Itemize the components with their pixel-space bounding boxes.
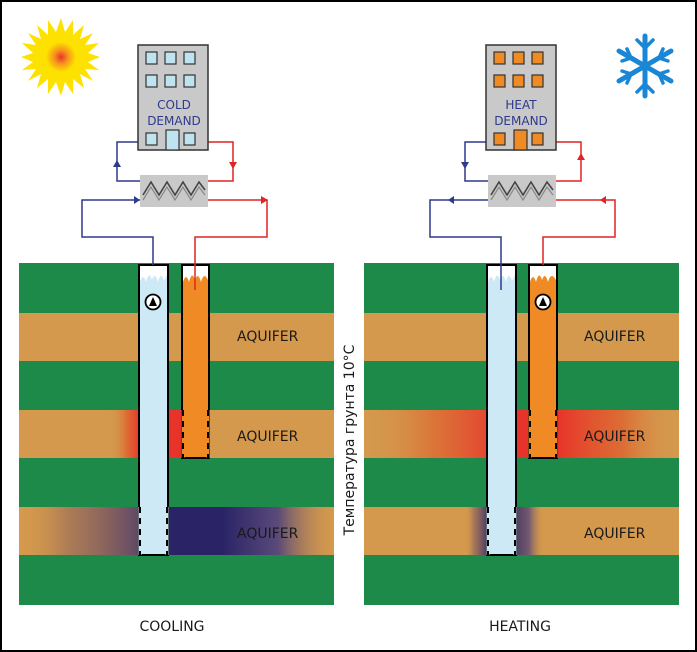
warm-supply-pipe: [556, 141, 582, 182]
cold-plume-right: [515, 507, 543, 555]
cold-well: [486, 264, 517, 556]
pump-arrow-icon: [149, 297, 157, 306]
cold-plume-right: [223, 507, 333, 555]
heat-exchanger: [140, 175, 208, 207]
cooling-panel: COLD DEMAND AQUIFER AQUIFER AQUIFER COOL…: [19, 18, 334, 635]
panel-caption: COOLING: [139, 619, 204, 635]
exchanger-coil: [490, 180, 554, 197]
heating-panel: HEAT DEMAND AQUIFER AQUIFER AQUIFER HEAT…: [364, 33, 679, 635]
flow-arrow-icon: [229, 162, 237, 169]
heat-exchanger: [488, 175, 556, 207]
building-label-line-1: COLD: [157, 98, 191, 112]
flow-arrow-icon: [600, 196, 606, 204]
warm-well-top: [530, 266, 556, 282]
aquifer-layer-1: [19, 313, 334, 361]
aquifer-label: AQUIFER: [237, 329, 299, 345]
warm-plume-left: [364, 410, 487, 458]
building-label-line-2: DEMAND: [494, 114, 548, 128]
cold-return-pipe: [81, 199, 154, 265]
exchanger-coil: [490, 185, 554, 202]
warm-return-pipe: [542, 199, 616, 265]
building-label-line-1: HEAT: [505, 98, 537, 112]
sun-icon: [21, 18, 100, 96]
flow-arrow-icon: [461, 162, 469, 169]
flow-arrow-icon: [577, 153, 585, 160]
warm-supply-pipe: [208, 141, 234, 182]
exchanger-coil: [142, 180, 206, 197]
snowflake-center: [641, 62, 649, 70]
warm-well: [181, 264, 210, 459]
aquifer-label: AQUIFER: [237, 429, 299, 445]
warm-plume: [110, 410, 140, 458]
building-label-line-2: DEMAND: [147, 114, 201, 128]
cold-plume-left: [465, 507, 487, 555]
flow-arrow-icon: [448, 196, 454, 204]
cold-supply-pipe: [116, 141, 140, 160]
warm-plume-core: [168, 410, 182, 458]
cold-well-top: [140, 266, 167, 282]
warm-plume-right: [557, 410, 677, 458]
flow-arrow-icon: [134, 196, 140, 204]
cold-supply-pipe: [464, 141, 488, 182]
flow-arrow-icon: [113, 160, 121, 167]
aquifer-layer-1: [364, 313, 679, 361]
building-windows: [145, 51, 196, 151]
ground-temperature-label: Температура грунта 10°C: [342, 344, 358, 536]
exchanger-coil: [142, 185, 206, 202]
warm-return-pipe: [194, 199, 268, 290]
flow-arrow-icon: [261, 196, 268, 204]
aquifer-label: AQUIFER: [584, 329, 646, 345]
warm-plume-core: [515, 410, 529, 458]
building-windows: [493, 51, 544, 151]
aquifer-label: AQUIFER: [237, 526, 299, 542]
aquifer-label: AQUIFER: [584, 526, 646, 542]
aquifer-label: AQUIFER: [584, 429, 646, 445]
panel-caption: HEATING: [489, 619, 551, 635]
cold-well: [138, 264, 169, 556]
pump-arrow-icon: [539, 297, 547, 306]
cold-plume-left: [19, 507, 139, 555]
cold-plume-core: [168, 507, 223, 555]
